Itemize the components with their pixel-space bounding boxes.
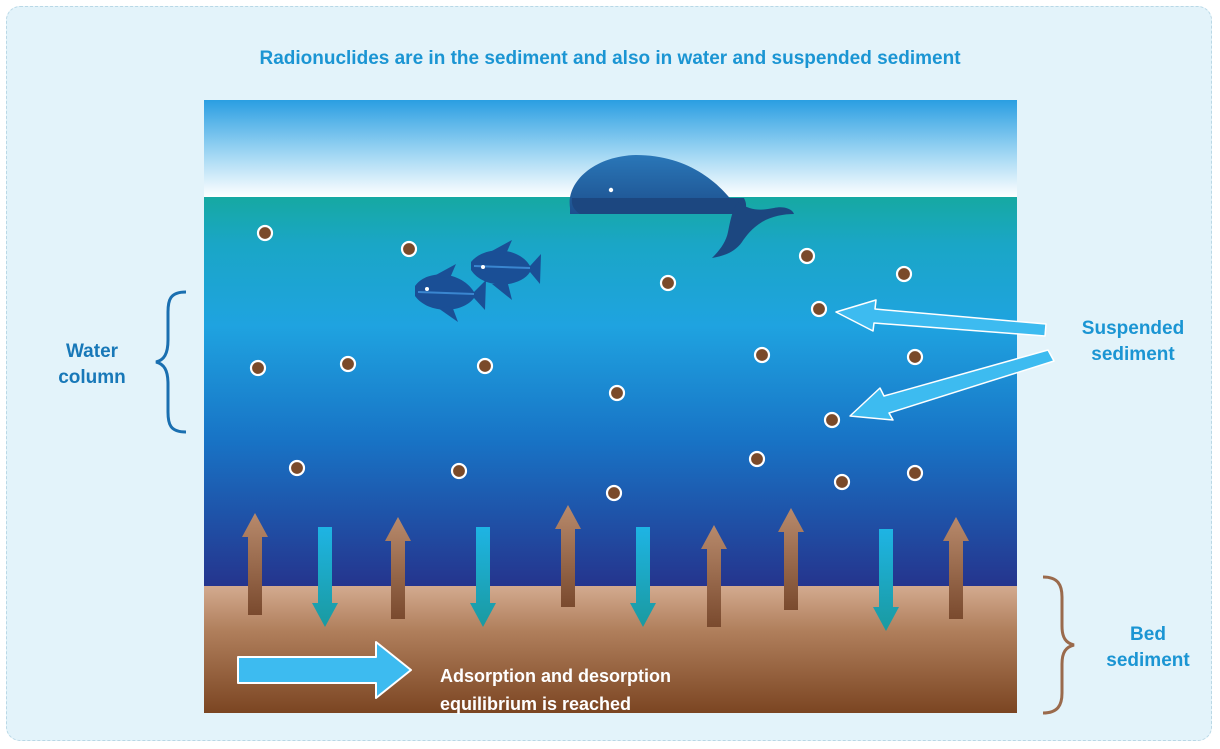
sediment-particle-icon xyxy=(798,247,816,265)
whale-icon xyxy=(569,155,794,258)
sediment-particle-icon xyxy=(906,348,924,366)
desorption-up-arrow xyxy=(778,508,804,610)
sediment-particle-icon xyxy=(753,346,771,364)
bed-sediment-brace xyxy=(1042,575,1075,715)
fish-icon xyxy=(415,264,486,322)
adsorption-down-arrow xyxy=(873,529,899,631)
sediment-particle-icon xyxy=(605,484,623,502)
sediment-particle-icon xyxy=(400,240,418,258)
desorption-up-arrow xyxy=(943,517,969,619)
sediment-particle-icon xyxy=(895,265,913,283)
equilibrium-arrow xyxy=(237,641,412,699)
sediment-particle-icon xyxy=(450,462,468,480)
sediment-particle-icon xyxy=(249,359,267,377)
sediment-particle-icon xyxy=(339,355,357,373)
sediment-particle-icon xyxy=(659,274,677,292)
adsorption-down-arrow xyxy=(630,527,656,627)
sediment-particle-icon xyxy=(748,450,766,468)
sediment-particle-icon xyxy=(906,464,924,482)
adsorption-down-arrow xyxy=(470,527,496,627)
sediment-particle-icon xyxy=(833,473,851,491)
water-column-brace xyxy=(155,290,187,434)
sediment-particle-icon xyxy=(810,300,828,318)
desorption-up-arrow xyxy=(385,517,411,619)
callout-arrow-upper xyxy=(835,299,1047,337)
sediment-particle-icon xyxy=(256,224,274,242)
sediment-particle-icon xyxy=(288,459,306,477)
fish-icon xyxy=(471,240,541,300)
sediment-particle-icon xyxy=(608,384,626,402)
sediment-particle-icon xyxy=(476,357,494,375)
callout-arrow-lower xyxy=(849,349,1055,421)
sediment-particle-icon xyxy=(823,411,841,429)
diagram-title: Radionuclides are in the sediment and al… xyxy=(259,48,961,69)
desorption-up-arrow xyxy=(242,513,268,615)
desorption-up-arrow xyxy=(701,525,727,627)
desorption-up-arrow xyxy=(555,505,581,607)
adsorption-down-arrow xyxy=(312,527,338,627)
